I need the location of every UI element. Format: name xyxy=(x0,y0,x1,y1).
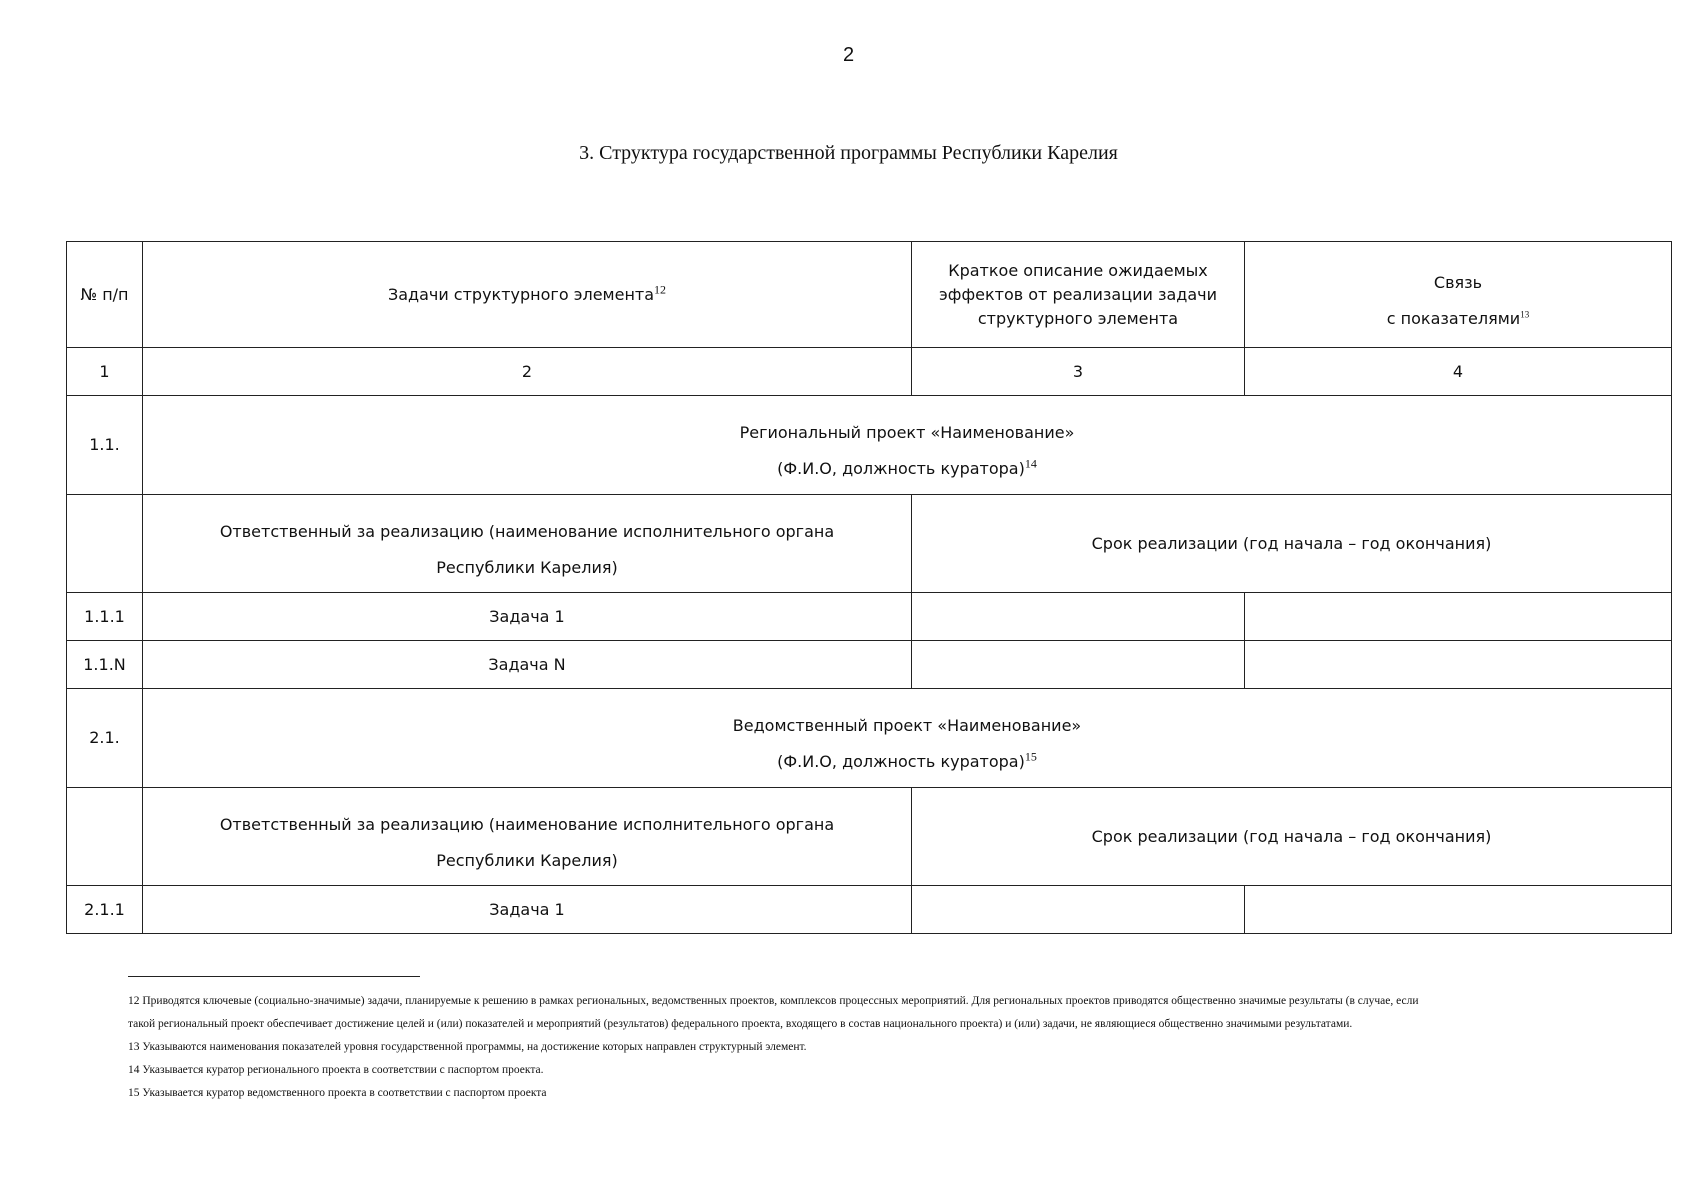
task-effects-cell xyxy=(911,592,1245,641)
project-title: Региональный проект «Наименование» xyxy=(739,423,1075,442)
task-indicators-cell xyxy=(1244,592,1672,641)
table-row: 1.1.N Задача N xyxy=(66,640,1672,689)
header-indicators-line-2: с показателями13 xyxy=(1251,307,1665,331)
footnote-12: 12 Приводятся ключевые (социально-значим… xyxy=(128,995,1419,1007)
project-curator: (Ф.И.О, должность куратора)15 xyxy=(149,750,1665,774)
header-number-label: № п/п xyxy=(80,284,129,304)
task-indicators-cell xyxy=(1244,640,1672,689)
structure-table: № п/п Задачи структурного элемента12 Кра… xyxy=(66,241,1672,934)
header-indicators-label: с показателями xyxy=(1386,308,1521,328)
page-title: 3. Структура государственной программы Р… xyxy=(579,142,1118,164)
footnote-14: 14 Указывается куратор регионального про… xyxy=(128,1064,544,1076)
header-effects-line-2: эффектов от реализации задачи xyxy=(938,284,1217,304)
responsible-line-2: Республики Карелия) xyxy=(436,850,618,870)
footnote-ref-15: 15 xyxy=(1024,749,1037,764)
responsible-cell: Ответственный за реализацию (наименовани… xyxy=(142,787,912,886)
term-cell: Срок реализации (год начала – год оконча… xyxy=(911,494,1672,593)
footnote-ref-14: 14 xyxy=(1024,456,1037,471)
column-number-3: 3 xyxy=(911,347,1245,396)
project-curator-label: (Ф.И.О, должность куратора) xyxy=(777,752,1025,771)
project-number: 1.1. xyxy=(66,395,143,495)
footnote-15: 15 Указывается куратор ведомственного пр… xyxy=(128,1087,547,1099)
empty-cell xyxy=(66,494,143,593)
footnote-ref-13: 13 xyxy=(1520,309,1530,320)
project-curator-label: (Ф.И.О, должность куратора) xyxy=(777,459,1025,478)
responsible-row: Ответственный за реализацию (наименовани… xyxy=(66,787,1672,886)
empty-cell xyxy=(66,787,143,886)
task-name: Задача N xyxy=(142,640,912,689)
header-effects: Краткое описание ожидаемых эффектов от р… xyxy=(911,241,1245,348)
footnote-separator xyxy=(128,976,420,977)
task-name: Задача 1 xyxy=(142,885,912,934)
page-number: 2 xyxy=(842,44,855,66)
responsible-line-1: Ответственный за реализацию (наименовани… xyxy=(219,521,835,541)
responsible-line-2: Республики Карелия) xyxy=(436,557,618,577)
header-number: № п/п xyxy=(66,241,143,348)
project-row: 2.1. Ведомственный проект «Наименование»… xyxy=(66,688,1672,788)
footnote-12-continued: такой региональный проект обеспечивает д… xyxy=(128,1018,1353,1030)
project-title: Ведомственный проект «Наименование» xyxy=(732,716,1082,735)
project-curator: (Ф.И.О, должность куратора)14 xyxy=(149,457,1665,481)
header-indicators-line-1: Связь xyxy=(1433,272,1483,292)
column-number-2: 2 xyxy=(142,347,912,396)
table-row: 1.1.1 Задача 1 xyxy=(66,592,1672,641)
header-indicators: Связь с показателями13 xyxy=(1244,241,1672,348)
responsible-line-1: Ответственный за реализацию (наименовани… xyxy=(219,814,835,834)
task-number: 2.1.1 xyxy=(66,885,143,934)
task-name: Задача 1 xyxy=(142,592,912,641)
task-effects-cell xyxy=(911,640,1245,689)
responsible-row: Ответственный за реализацию (наименовани… xyxy=(66,494,1672,593)
header-tasks-label: Задачи структурного элемента xyxy=(387,284,655,304)
header-tasks: Задачи структурного элемента12 xyxy=(142,241,912,348)
term-cell: Срок реализации (год начала – год оконча… xyxy=(911,787,1672,886)
column-number-4: 4 xyxy=(1244,347,1672,396)
project-row: 1.1. Региональный проект «Наименование» … xyxy=(66,395,1672,495)
project-title-cell: Региональный проект «Наименование» (Ф.И.… xyxy=(142,395,1672,495)
column-numbers-row: 1 2 3 4 xyxy=(66,347,1672,396)
table-header-row: № п/п Задачи структурного элемента12 Кра… xyxy=(66,241,1672,348)
task-indicators-cell xyxy=(1244,885,1672,934)
column-number-1: 1 xyxy=(66,347,143,396)
project-number: 2.1. xyxy=(66,688,143,788)
footnote-ref-12: 12 xyxy=(654,282,667,297)
footnotes: 12 Приводятся ключевые (социально-значим… xyxy=(128,990,1628,1105)
table-row: 2.1.1 Задача 1 xyxy=(66,885,1672,934)
responsible-cell: Ответственный за реализацию (наименовани… xyxy=(142,494,912,593)
task-number: 1.1.N xyxy=(66,640,143,689)
header-effects-line-3: структурного элемента xyxy=(977,308,1179,328)
task-number: 1.1.1 xyxy=(66,592,143,641)
task-effects-cell xyxy=(911,885,1245,934)
footnote-13: 13 Указываются наименования показателей … xyxy=(128,1041,807,1053)
project-title-cell: Ведомственный проект «Наименование» (Ф.И… xyxy=(142,688,1672,788)
header-effects-line-1: Краткое описание ожидаемых xyxy=(948,260,1208,280)
